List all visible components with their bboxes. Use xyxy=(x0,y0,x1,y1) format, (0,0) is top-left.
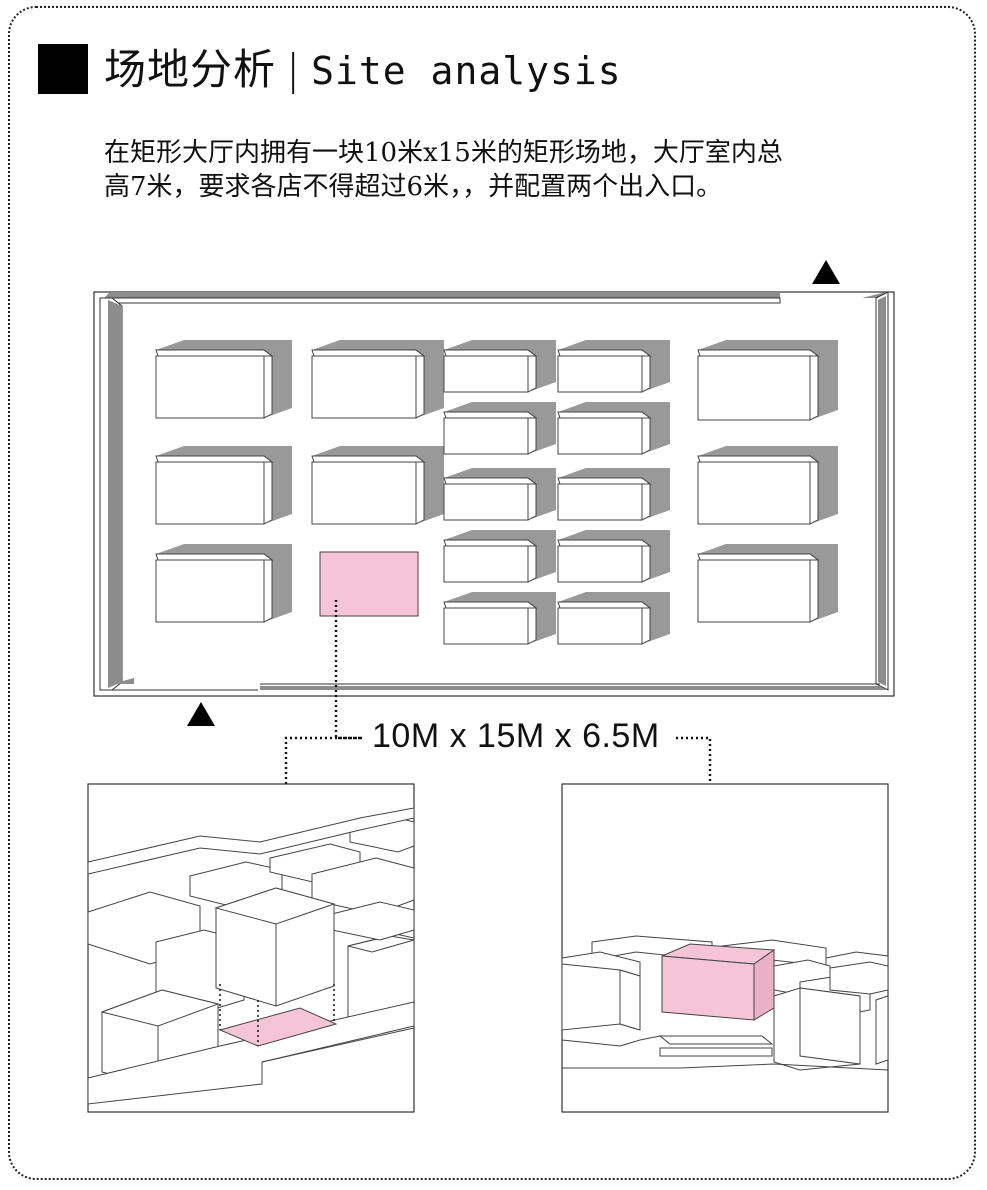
site-highlight-left xyxy=(218,1007,338,1047)
store-block-top xyxy=(557,349,652,357)
description-line-1: 在矩形大厅内拥有一块10米x15米的矩形场地，大厅室内总 xyxy=(104,138,783,168)
title-separator: | xyxy=(286,45,302,94)
store-block-side xyxy=(809,455,819,525)
description-line-2: 高7米，要求各店不得超过6米，，并配置两个出入口。 xyxy=(104,172,723,202)
store-block xyxy=(557,483,643,521)
store-block-top xyxy=(557,539,652,547)
store-block-top xyxy=(443,349,538,357)
store-block-top xyxy=(697,455,820,463)
store-block-top xyxy=(443,411,538,419)
store-block xyxy=(557,417,643,455)
page-frame xyxy=(8,6,976,1180)
store-block-top xyxy=(557,477,652,485)
title-cn: 场地分析 xyxy=(104,45,277,94)
store-block xyxy=(155,461,265,525)
store-block-top xyxy=(155,455,274,463)
store-block-side xyxy=(263,349,273,419)
description: 在矩形大厅内拥有一块10米x15米的矩形场地，大厅室内总 高7米，要求各店不得超… xyxy=(104,136,924,204)
store-block xyxy=(155,559,265,623)
store-block xyxy=(443,417,529,455)
store-block-top xyxy=(311,455,426,463)
store-block-top xyxy=(443,477,538,485)
dimension-label: 10M x 15M x 6.5M xyxy=(368,714,664,758)
title-en: Site analysis xyxy=(311,49,622,93)
store-block xyxy=(697,355,811,421)
hall-top-wall xyxy=(104,292,780,298)
store-block-top xyxy=(311,349,426,357)
store-block xyxy=(311,355,417,419)
store-block-top xyxy=(557,601,652,609)
store-block xyxy=(557,607,643,645)
store-block xyxy=(311,461,417,525)
store-block-side xyxy=(415,349,425,419)
store-block-side xyxy=(263,455,273,525)
perspective-left xyxy=(87,783,415,1113)
store-block-top xyxy=(443,601,538,609)
store-block-top xyxy=(697,349,820,357)
store-block xyxy=(443,545,529,583)
store-block-top xyxy=(697,553,820,561)
store-block-top xyxy=(557,411,652,419)
store-block xyxy=(557,545,643,583)
title-square-icon xyxy=(38,44,88,94)
store-block-side xyxy=(809,553,819,623)
entrance-top-icon xyxy=(812,260,840,284)
store-block-top xyxy=(155,553,274,561)
perspective-right xyxy=(561,783,889,1113)
site-highlight-right xyxy=(661,955,755,1021)
store-block xyxy=(155,355,265,419)
store-block xyxy=(443,607,529,645)
store-block xyxy=(697,461,811,525)
store-block-side xyxy=(415,455,425,525)
store-block xyxy=(443,355,529,393)
store-block-top xyxy=(443,539,538,547)
entrance-bottom-icon xyxy=(187,702,215,726)
store-block-top xyxy=(155,349,274,357)
store-block xyxy=(557,355,643,393)
store-blocks xyxy=(155,340,838,645)
store-block xyxy=(697,559,811,623)
store-block-side xyxy=(809,349,819,421)
store-block xyxy=(443,483,529,521)
page-title: 场地分析|Site analysis xyxy=(104,40,622,101)
site-highlight-plan xyxy=(319,551,419,617)
hall-bottom-wall xyxy=(260,686,886,690)
store-block-side xyxy=(263,553,273,623)
